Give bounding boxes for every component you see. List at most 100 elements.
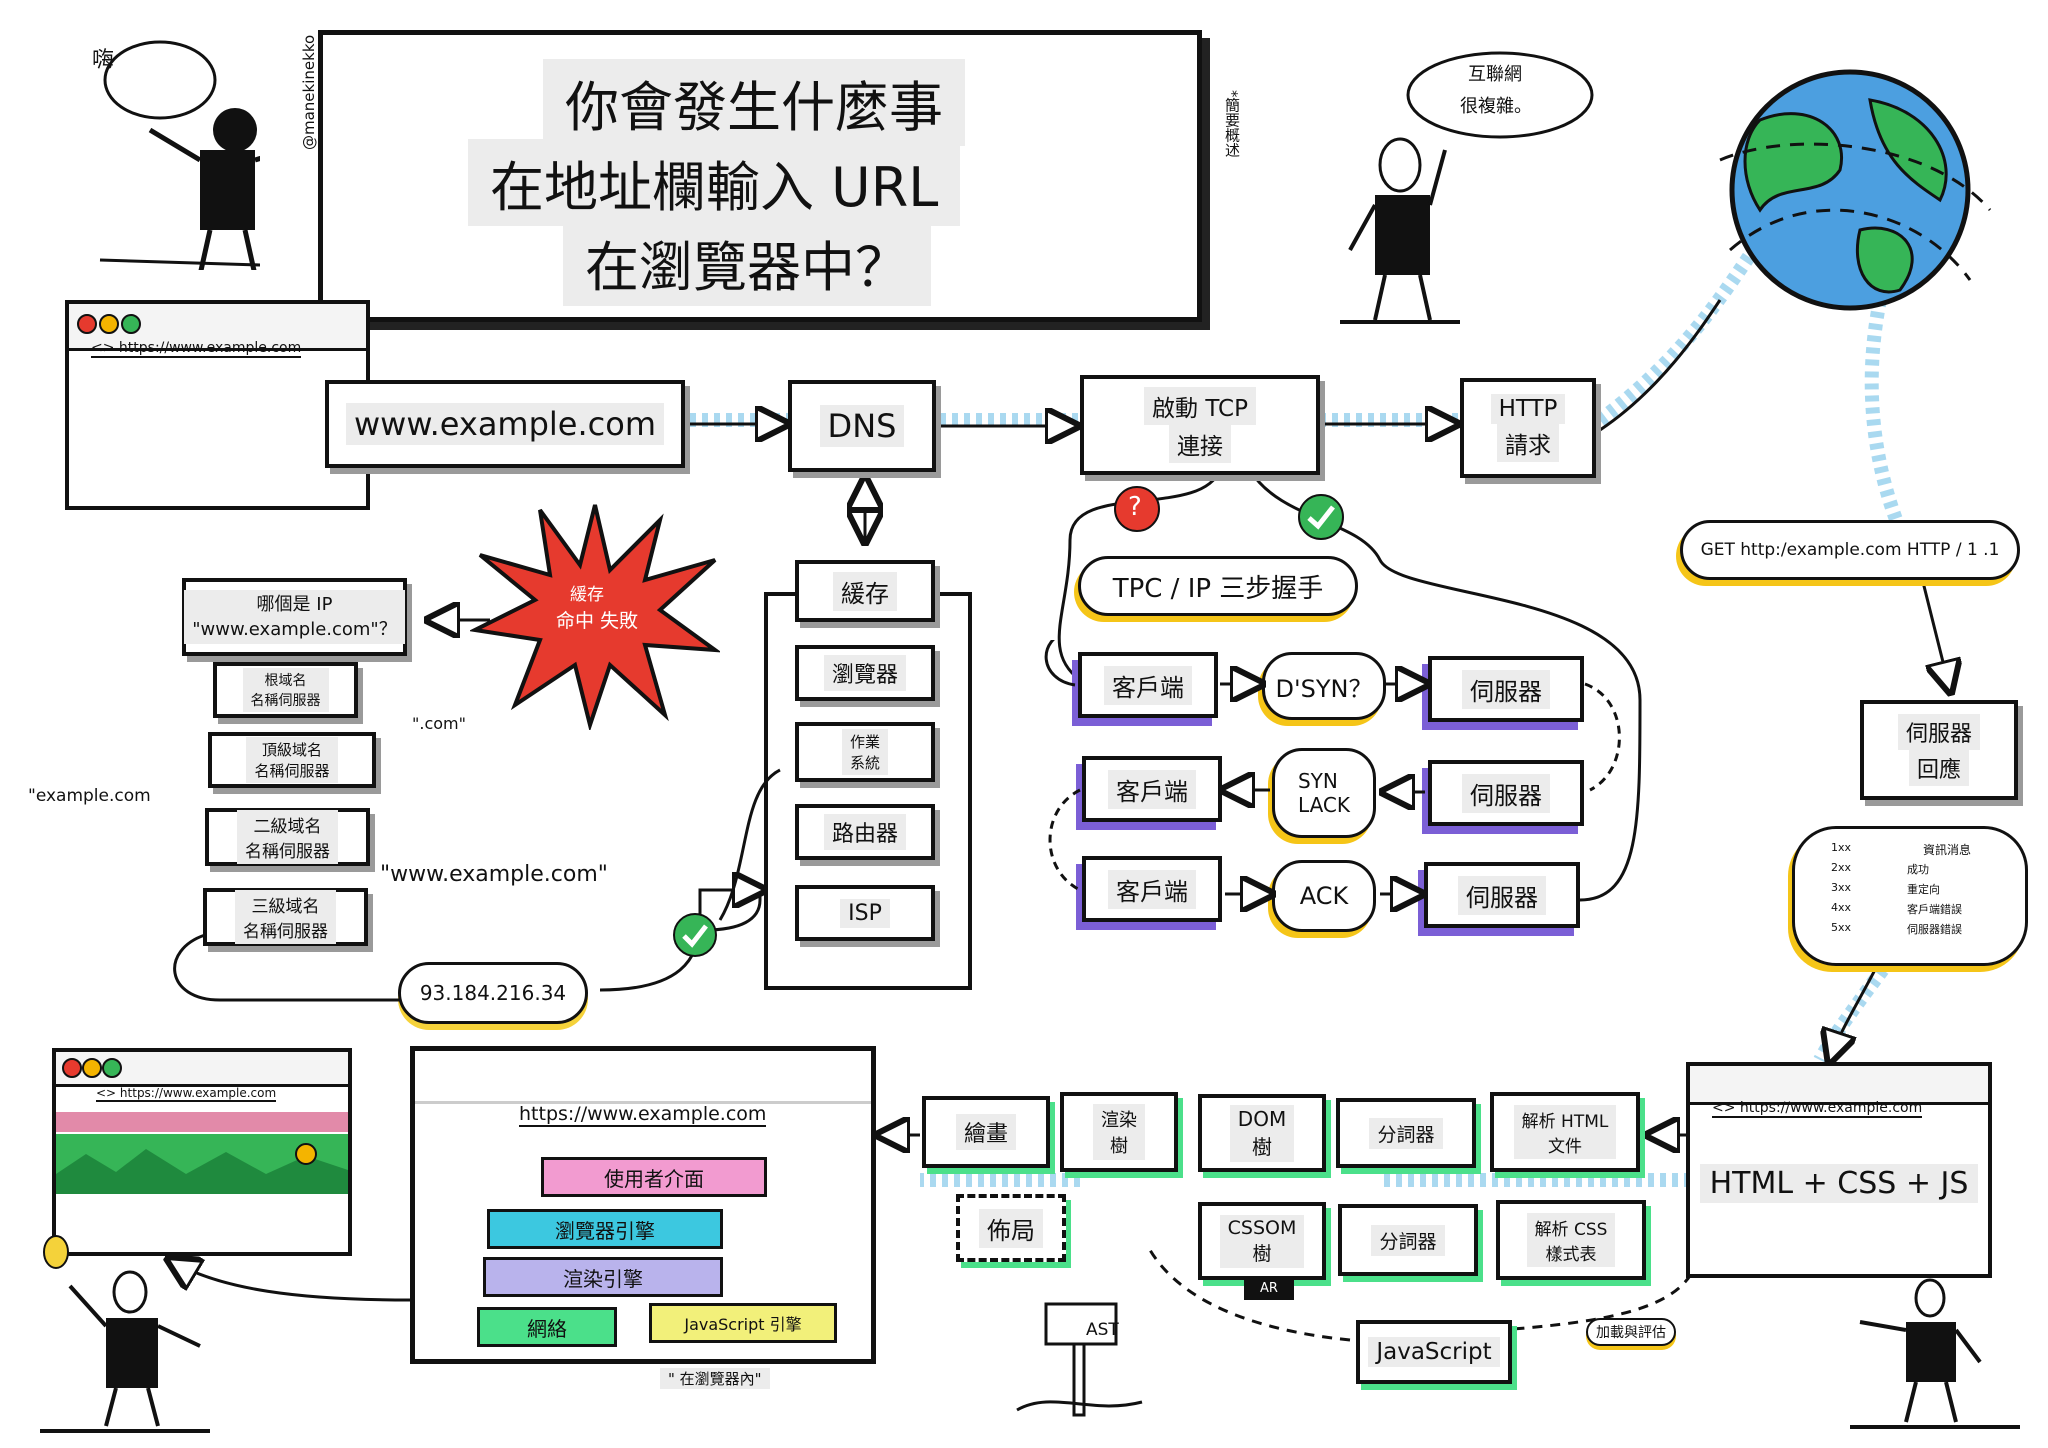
get-request-text: GET http:/example.com HTTP / 1 .1 [1700,540,2000,560]
address-text: www.example.com [346,403,664,445]
browser-window-response: <> https://www.example.com HTML + CSS + … [1686,1062,1992,1278]
title-line-3: 在瀏覽器中？ [563,219,931,306]
status-desc-5: 伺服器錯誤 [1907,923,1962,936]
final-minimize-dot-icon [82,1058,102,1078]
tokenizer-html-text: 分詞器 [1369,1117,1443,1149]
response-browser-url: <> https://www.example.com [1712,1100,1923,1118]
internals-toolbar [415,1051,871,1104]
dom-tree-text: DOM 樹 [1229,1104,1295,1162]
server-box-3: 伺服器 [1424,862,1580,928]
maximize-dot-icon [121,314,141,334]
final-page-hero-image [56,1134,348,1194]
layer-rendering-engine-text: 渲染引擎 [563,1266,643,1291]
third-level-nameserver-box: 三級域名 名稱伺服器 [203,888,368,946]
final-close-dot-icon [62,1058,82,1078]
parse-html-text: 解析 HTML 文件 [1513,1105,1617,1159]
layer-js-engine-text: JavaScript 引擎 [684,1315,802,1334]
status-desc-2: 成功 [1907,863,1929,876]
address-box: www.example.com [325,380,685,468]
status-desc-3: 重定向 [1907,883,1940,896]
tokenizer-html-box: 分詞器 [1336,1098,1476,1168]
handshake-question: ? [1128,492,1142,522]
tcp-box: 啟動 TCP 連接 [1080,375,1320,475]
server-box-2: 伺服器 [1428,760,1584,826]
syn-text: D'SYN？ [1275,674,1373,703]
check-icon-handshake [1298,494,1344,540]
final-toolbar [56,1052,348,1087]
dns-text: DNS [819,405,905,447]
synack-cloud: SYN LACK [1272,748,1376,838]
parse-css-box: 解析 CSS 樣式表 [1496,1200,1646,1280]
server-label-1: 伺服器 [1462,669,1550,709]
tld-nameserver-text: 頂級域名 名稱伺服器 [246,737,338,783]
browser-url: <> https://www.example.com [91,340,302,358]
ack-cloud: ACK [1272,860,1376,932]
cache-item-router: 路由器 [795,804,935,860]
render-tree-text: 渲染 樹 [1093,1104,1145,1160]
minimize-dot-icon [99,314,119,334]
cache-item-browser-text: 瀏覽器 [823,655,906,691]
browser-window-final: <> https://www.example.com [52,1048,352,1256]
status-code-1: 1xx [1831,841,1852,854]
server-label-3: 伺服器 [1458,875,1546,915]
status-codes-cloud: 資訊消息 1xx 2xx 成功 3xx 重定向 4xx 客戶端錯誤 5xx 伺服… [1792,826,2028,966]
http-line-1: HTTP [1490,394,1566,424]
stick-figure-pointing [1850,1278,2020,1429]
cache-item-isp-text: ISP [840,898,890,928]
http-line-2: 請求 [1497,424,1559,462]
response-content-text: HTML + CSS + JS [1699,1164,1979,1203]
label-full-domain: "www.example.com" [380,862,608,887]
cache-item-isp: ISP [795,885,935,941]
tokenizer-css-text: 分詞器 [1371,1224,1445,1256]
root-nameserver-box: 根域名 名稱伺服器 [213,662,358,718]
server-response-line-1: 伺服器 [1897,714,1980,750]
http-request-box: HTTP 請求 [1460,378,1596,478]
layer-network-text: 網絡 [527,1316,567,1341]
ip-text: 93.184.216.34 [419,981,567,1005]
speech-internet-1: 互聯網 [1468,64,1522,85]
layer-browser-engine-text: 瀏覽器引擎 [555,1218,655,1243]
speech-internet-2: 很複雜。 [1460,96,1532,117]
ip-link-path [173,933,400,1002]
javascript-box: JavaScript [1356,1320,1512,1384]
client-box-1: 客戶端 [1078,652,1218,718]
tokenizer-css-box: 分詞器 [1338,1204,1478,1276]
layout-box: 佈局 [956,1194,1066,1262]
layer-browser-engine: 瀏覽器引擎 [487,1209,723,1249]
layer-user-interface: 使用者介面 [541,1157,767,1197]
globe-icon [1719,69,1992,311]
internals-url: https://www.example.com [519,1103,767,1127]
tcp-line-1: 啟動 TCP [1144,387,1256,425]
get-request-cloud: GET http:/example.com HTTP / 1 .1 [1680,520,2020,580]
speech-hi: 嗨 [92,48,115,73]
label-example: "example.com [28,786,151,806]
status-code-2: 2xx [1831,861,1852,874]
ast-signpost-icon [1016,1302,1143,1417]
ast-label: AST [1086,1320,1119,1340]
cache-miss-line-1: 緩存 [570,585,604,605]
parse-css-text: 解析 CSS 樣式表 [1526,1213,1616,1267]
stick-figure-thinking [1340,51,1594,324]
cache-item-os-text: 作業 系統 [841,729,888,775]
layer-user-interface-text: 使用者介面 [604,1166,704,1191]
stick-figure-waving [99,40,260,270]
handshake-title: TPC / IP 三步握手 [1112,573,1324,604]
paint-text: 繪畫 [955,1114,1016,1150]
title-frame: 你會發生什麼事 在地址欄輸入 URL 在瀏覽器中？ [318,30,1202,322]
server-box-1: 伺服器 [1428,656,1584,722]
parse-html-box: 解析 HTML 文件 [1490,1092,1640,1172]
server-response-box: 伺服器 回應 [1860,700,2018,800]
label-com: ".com" [412,714,466,733]
cache-title-text: 緩存 [833,571,897,611]
root-nameserver-text: 根域名 名稱伺服器 [242,668,329,712]
paint-box: 繪畫 [922,1096,1050,1168]
synack-text: SYN LACK [1297,769,1350,817]
cache-item-browser: 瀏覽器 [795,645,935,701]
dns-return-path [718,768,781,921]
response-browser-toolbar [1690,1066,1988,1105]
cssom-tree-text: CSSOM 樹 [1219,1214,1305,1268]
client-label-3: 客戶端 [1108,869,1196,909]
tld-nameserver-box: 頂級域名 名稱伺服器 [208,732,376,788]
